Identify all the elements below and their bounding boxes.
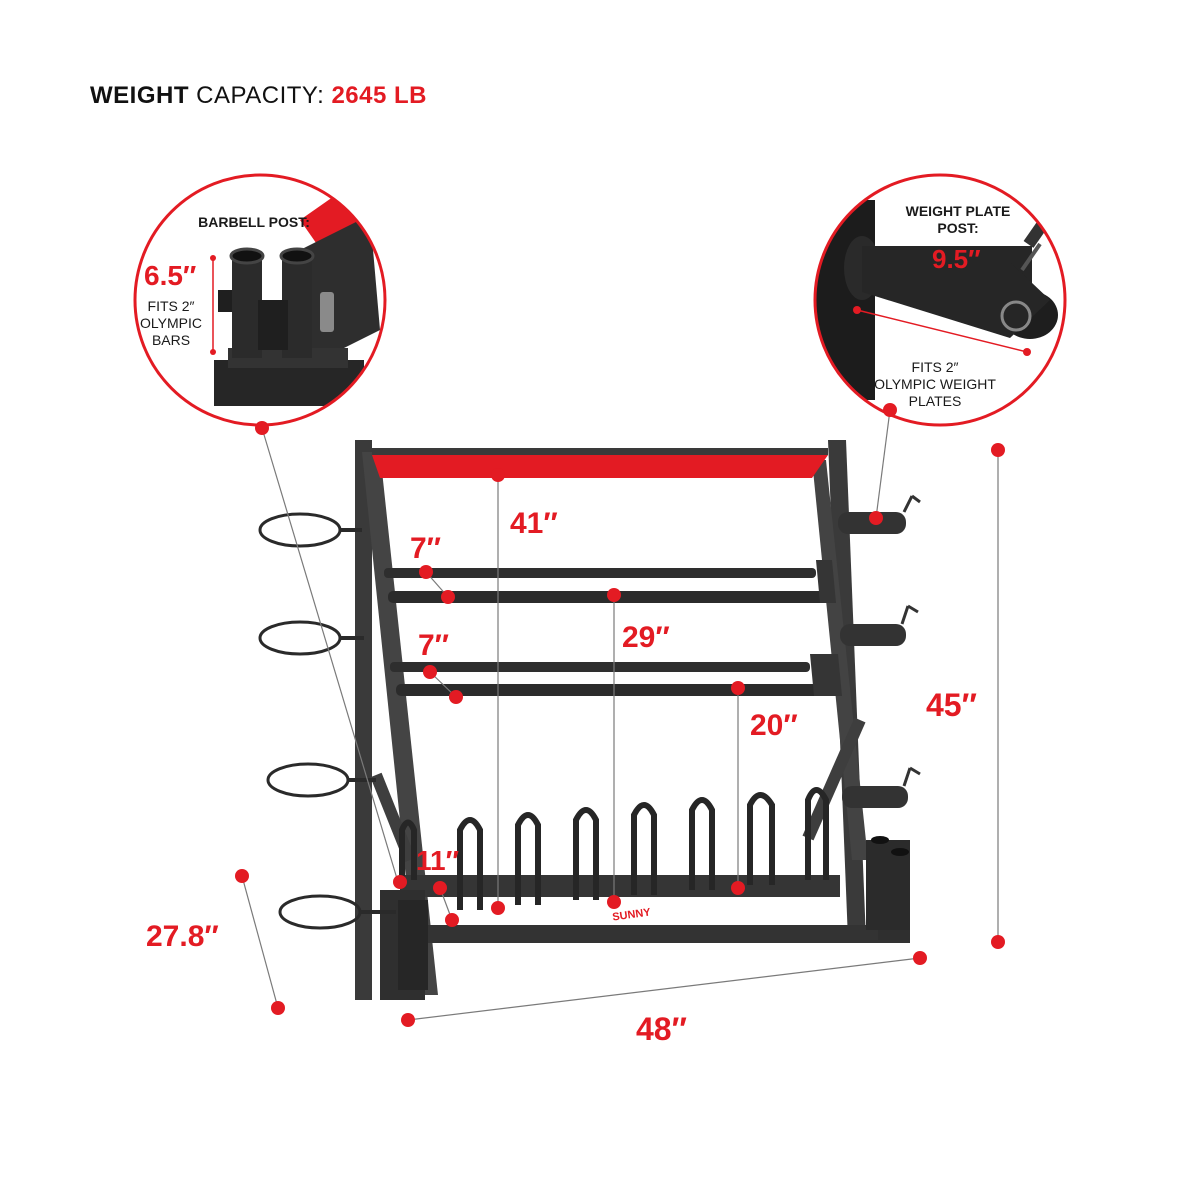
dim-top-bar: 41″ xyxy=(510,507,558,540)
storage-rack xyxy=(258,440,921,1000)
barbell-post-line3: BARS xyxy=(152,332,190,348)
plate-post-line2: OLYMPIC WEIGHT xyxy=(874,376,996,392)
barbell-post-measure: 6.5″ xyxy=(144,260,196,291)
barbell-post-line1: FITS 2″ xyxy=(148,298,195,314)
top-bar xyxy=(372,455,828,478)
barbell-post-callout: BARBELL POST: 6.5″ FITS 2″ OLYMPIC BARS xyxy=(133,173,387,427)
dim-shelf-depth: 20″ xyxy=(750,709,798,742)
plate-post-heading1: WEIGHT PLATE xyxy=(906,203,1011,219)
dim-shelf-gap-lower: 7″ xyxy=(418,629,449,662)
plate-post-callout: WEIGHT PLATE POST: 9.5″ FITS 2″ OLYMPIC … xyxy=(813,173,1067,427)
dim-shelf-gap-upper: 7″ xyxy=(410,532,441,565)
barbell-post-line2: OLYMPIC xyxy=(140,315,202,331)
dim-height: 45″ xyxy=(926,687,977,723)
dim-shelf-length: 29″ xyxy=(622,621,670,654)
brand-logo: SUNNY xyxy=(612,906,652,923)
dim-base-depth: 27.8″ xyxy=(146,920,219,953)
barbell-post-heading: BARBELL POST: xyxy=(198,214,310,230)
plate-post-line3: PLATES xyxy=(909,393,962,409)
dimension-lines xyxy=(241,409,999,1021)
dim-bottom-depth: 11″ xyxy=(416,845,459,876)
plate-post-heading2: POST: xyxy=(937,220,978,236)
title-value: 2645 LB xyxy=(331,82,427,109)
title-lead: WEIGHT xyxy=(90,82,189,109)
dimension-dots xyxy=(235,403,1005,1027)
dim-width: 48″ xyxy=(636,1011,687,1047)
plate-post-measure: 9.5″ xyxy=(932,244,981,274)
plate-post-line1: FITS 2″ xyxy=(912,359,959,375)
weight-capacity-title: WEIGHT CAPACITY: 2645 LB xyxy=(90,82,427,110)
title-middle: CAPACITY: xyxy=(196,82,325,109)
